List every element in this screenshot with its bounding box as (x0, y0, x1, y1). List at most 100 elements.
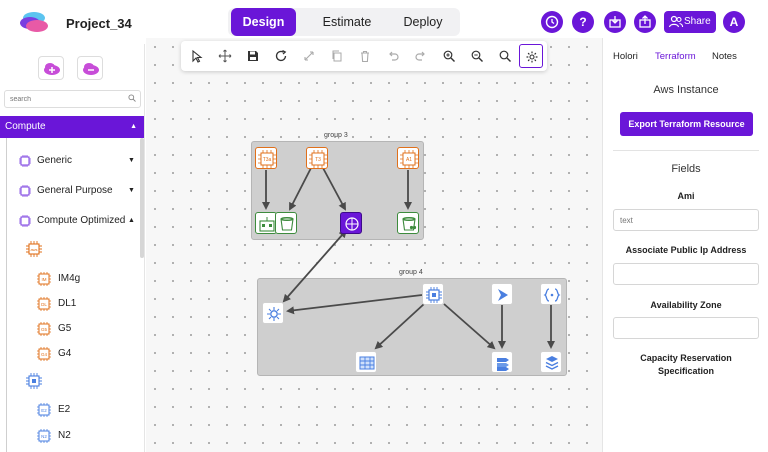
aws-instance-group-icon[interactable]: aws (25, 240, 43, 258)
zoom-out-tool[interactable] (493, 44, 517, 68)
share-button[interactable]: Share (664, 11, 716, 33)
stream-arrows-icon (497, 358, 509, 371)
item-n2[interactable]: N2 N2 (36, 427, 71, 445)
item-n2-label: N2 (58, 430, 71, 441)
category-generic[interactable]: Generic ▼ (18, 152, 135, 170)
api-brackets-icon (543, 288, 561, 302)
auto-scaling-icon (259, 217, 275, 232)
category-generic-label: Generic (37, 155, 73, 166)
help-button[interactable]: ? (572, 11, 594, 33)
gcp-chip-icon: N2 (37, 429, 51, 443)
node-ebs-volume[interactable] (275, 212, 297, 234)
ami-input[interactable] (613, 209, 759, 231)
section-compute-label: Compute (5, 121, 46, 132)
resource-title: Aws Instance (653, 84, 719, 96)
redo-tool[interactable] (409, 44, 433, 68)
item-g4-badge: G4 (41, 352, 48, 357)
node-nat-gateway[interactable] (340, 212, 362, 234)
panel-divider (613, 150, 759, 151)
node-t3-label: T3 (315, 157, 321, 163)
diagram-canvas[interactable] (146, 38, 602, 452)
chip-icon (19, 215, 31, 227)
node-api-gateway[interactable] (540, 283, 562, 305)
export-terraform-button[interactable]: Export Terraform Resource (620, 112, 753, 136)
undo-icon (389, 51, 399, 61)
item-e2-label: E2 (58, 404, 71, 415)
chip-icon (19, 155, 31, 167)
item-dl1-label: DL1 (58, 298, 77, 309)
item-g5-badge: G5 (41, 327, 48, 332)
resize-tool[interactable] (297, 44, 321, 68)
select-tool[interactable] (185, 44, 209, 68)
section-compute[interactable]: Compute ▲ (0, 116, 144, 138)
delete-tool[interactable] (353, 44, 377, 68)
copy-icon (332, 50, 342, 62)
node-gcp-service[interactable] (262, 302, 284, 324)
move-tool[interactable] (213, 44, 237, 68)
node-bigtable[interactable] (355, 351, 377, 373)
gcp-instance-group-icon[interactable] (25, 372, 43, 390)
caret-up-icon: ▲ (130, 123, 137, 130)
item-e2[interactable]: E2 E2 (36, 401, 70, 419)
tab-notes[interactable]: Notes (712, 51, 737, 62)
tab-design[interactable]: Design (231, 8, 296, 36)
zoom-fit-tool[interactable] (465, 44, 489, 68)
category-general-purpose[interactable]: General Purpose ▼ (18, 182, 135, 200)
node-compute-engine[interactable] (422, 283, 444, 305)
node-s3-bucket[interactable] (397, 212, 419, 234)
node-pubsub[interactable] (491, 283, 513, 305)
project-name[interactable]: Project_34 (66, 16, 132, 31)
undo-tool[interactable] (381, 44, 405, 68)
compute-engine-icon (426, 287, 442, 303)
cloud-minus-icon (83, 63, 99, 75)
category-compute-optimized[interactable]: Compute Optimized ▲ (18, 212, 138, 230)
save-tool[interactable] (241, 44, 265, 68)
aws-chip-icon: T3a (258, 150, 276, 168)
users-icon (668, 15, 684, 28)
availability-zone-input[interactable] (613, 317, 759, 339)
item-g4[interactable]: G4 G4 (36, 345, 71, 363)
aws-chip-icon: A1 (400, 150, 418, 168)
duplicate-tool[interactable] (325, 44, 349, 68)
node-a1-label: A1 (406, 157, 412, 163)
zoom-in-icon (443, 50, 455, 62)
aws-chip-icon: IM (37, 272, 51, 286)
group-4[interactable] (257, 278, 567, 376)
save-cloud-button[interactable] (604, 11, 626, 33)
search-input[interactable] (4, 90, 141, 108)
tree-line (6, 138, 7, 452)
sidebar-scrollbar[interactable] (140, 138, 144, 258)
field-capacity-reservation-label: Capacity Reservation Specification (640, 353, 732, 376)
public-ip-input[interactable] (613, 263, 759, 285)
tab-terraform[interactable]: Terraform (655, 51, 696, 62)
tab-estimate[interactable]: Estimate (322, 15, 372, 29)
remove-cloud-button[interactable] (77, 56, 103, 80)
app-header: Project_34 Design Estimate Deploy ? Shar… (0, 0, 768, 44)
settings-tool[interactable] (519, 44, 543, 68)
canvas-toolbar (181, 41, 547, 71)
item-dl1[interactable]: DL DL1 (36, 295, 76, 313)
zoom-in-tool[interactable] (437, 44, 461, 68)
history-button[interactable] (541, 11, 563, 33)
search-icon[interactable] (128, 94, 136, 102)
item-g5[interactable]: G5 G5 (36, 320, 71, 338)
node-dataflow[interactable] (491, 351, 513, 373)
node-t3a[interactable]: T3a (255, 147, 277, 169)
tab-holori[interactable]: Holori (613, 51, 638, 62)
node-datastore[interactable] (540, 351, 562, 373)
component-sidebar: Compute ▲ Generic ▼ General Purpose ▼ Co… (0, 44, 145, 452)
add-cloud-button[interactable] (38, 56, 64, 80)
node-t3[interactable]: T3 (306, 147, 328, 169)
cloud-logo-icon[interactable] (18, 10, 50, 34)
refresh-tool[interactable] (269, 44, 293, 68)
item-im4g[interactable]: IM IM4g (36, 270, 80, 288)
node-ec2-auto-scaling[interactable] (255, 212, 277, 234)
node-a1[interactable]: A1 (397, 147, 419, 169)
s3-bucket-icon (402, 217, 417, 231)
export-button[interactable] (634, 11, 656, 33)
share-label: Share (684, 16, 711, 27)
chip-icon (19, 185, 31, 197)
avatar[interactable]: A (723, 11, 745, 33)
tab-deploy[interactable]: Deploy (403, 15, 443, 29)
group-3-label: group 3 (324, 132, 348, 139)
